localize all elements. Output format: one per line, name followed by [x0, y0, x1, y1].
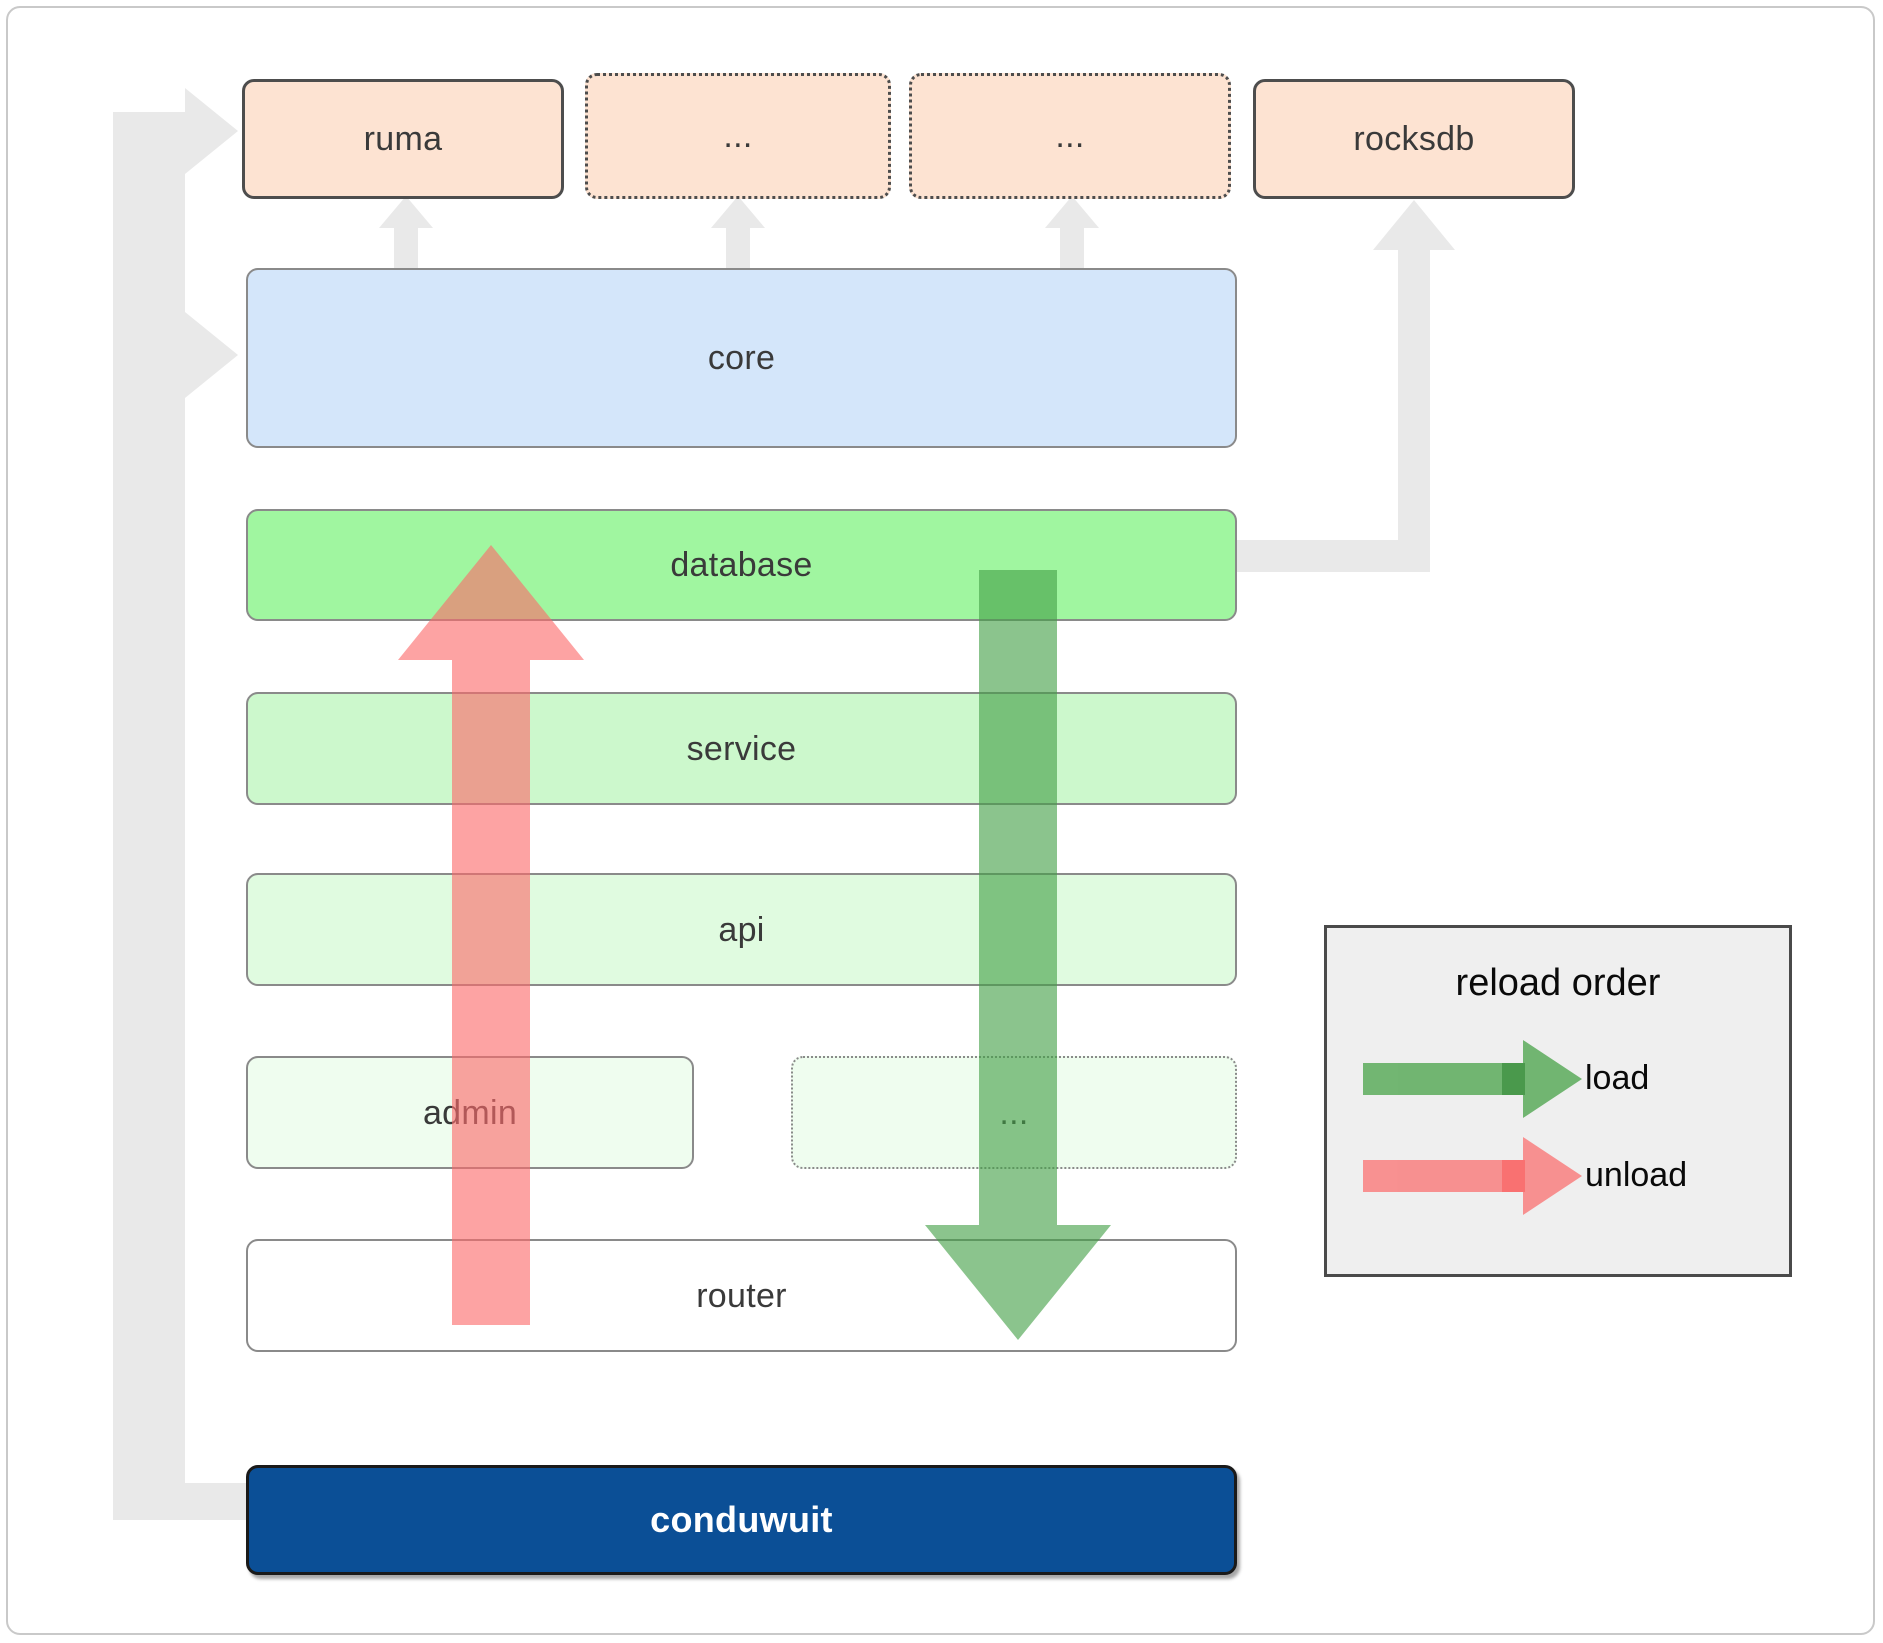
root-box-conduwuit[interactable]: conduwuit — [246, 1465, 1237, 1575]
legend-label-load: load — [1585, 1059, 1650, 1097]
layer-label-database: database — [670, 546, 813, 584]
dependency-label-ellipsis-1: ... — [723, 117, 753, 155]
layer-label-admin: admin — [422, 1093, 518, 1132]
layer-label-router: router — [696, 1276, 787, 1315]
layer-box-service[interactable]: service — [246, 692, 1237, 805]
root-label-conduwuit: conduwuit — [650, 1499, 833, 1540]
core-label: core — [707, 339, 776, 377]
legend-title: reload order — [1455, 962, 1661, 1004]
layer-box-admin[interactable]: admin — [246, 1056, 694, 1169]
dependency-box-ruma[interactable]: ruma — [242, 79, 564, 199]
dependency-label-rocksdb: rocksdb — [1353, 120, 1475, 158]
layer-label-api: api — [718, 910, 765, 949]
legend-load-arrow-icon — [1363, 1040, 1582, 1118]
dependency-label-ruma: ruma — [363, 120, 443, 158]
core-box[interactable]: core — [246, 268, 1237, 448]
legend-panel: reload order load unload — [1324, 925, 1792, 1277]
layer-box-router[interactable]: router — [246, 1239, 1237, 1352]
layer-box-api[interactable]: api — [246, 873, 1237, 986]
legend-unload-arrow-icon — [1363, 1137, 1582, 1215]
dependency-box-ellipsis-1[interactable]: ... — [585, 73, 891, 199]
dependency-box-ellipsis-2[interactable]: ... — [909, 73, 1231, 199]
layer-label-ellipsis: ... — [999, 1093, 1029, 1132]
diagram-frame — [6, 6, 1875, 1635]
legend-label-unload: unload — [1585, 1156, 1688, 1194]
layer-label-service: service — [686, 729, 797, 768]
layer-box-ellipsis[interactable]: ... — [791, 1056, 1237, 1169]
dependency-box-rocksdb[interactable]: rocksdb — [1253, 79, 1575, 199]
legend-swatches — [1363, 1040, 1582, 1215]
dependency-label-ellipsis-2: ... — [1055, 117, 1085, 155]
layer-box-database[interactable]: database — [246, 509, 1237, 621]
